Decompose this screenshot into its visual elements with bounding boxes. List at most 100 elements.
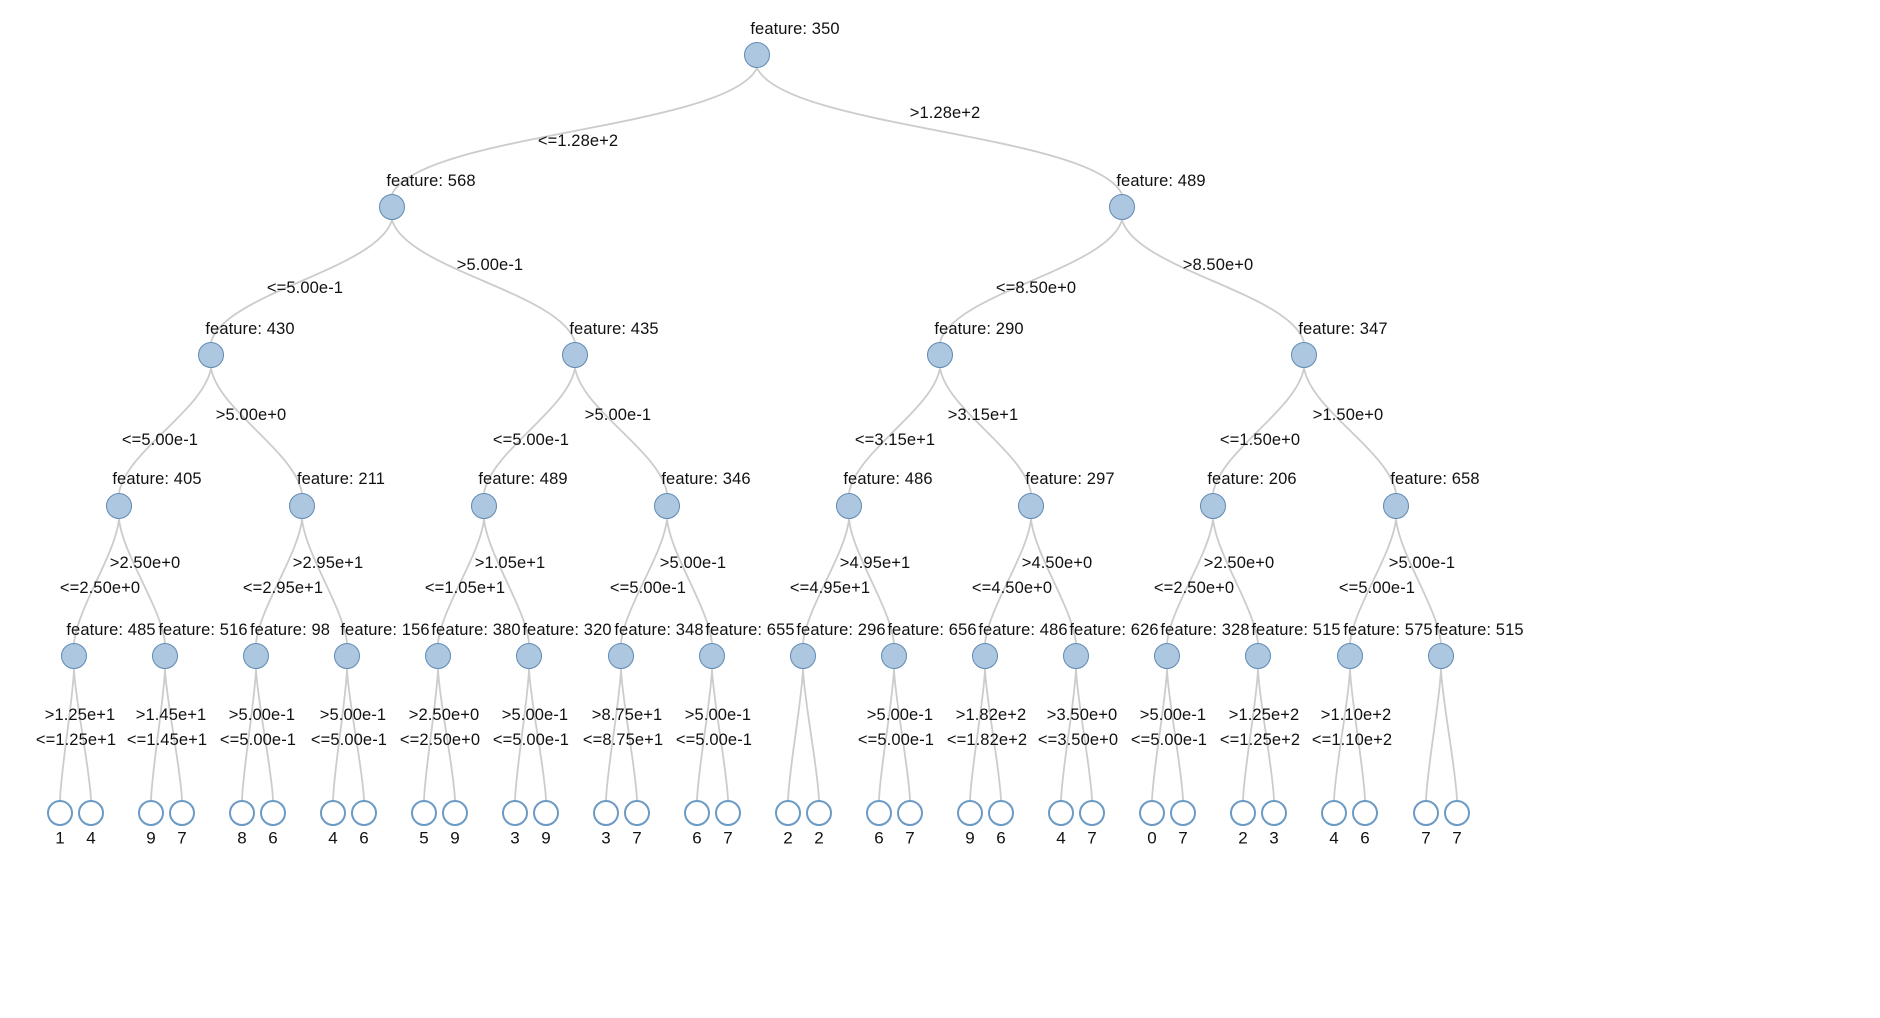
tree-node-internal[interactable]: [562, 342, 588, 368]
tree-node-internal[interactable]: [106, 493, 132, 519]
tree-node-internal[interactable]: [152, 643, 178, 669]
tree-node-internal[interactable]: [471, 493, 497, 519]
tree-edge: [1030, 518, 1077, 644]
tree-node-internal[interactable]: [289, 493, 315, 519]
tree-node-internal[interactable]: [516, 643, 542, 669]
tree-node-internal[interactable]: [425, 643, 451, 669]
tree-node-leaf[interactable]: [229, 800, 255, 826]
tree-edge: [437, 518, 485, 644]
tree-node-internal[interactable]: [1109, 194, 1135, 220]
node-feature-label: feature: 346: [661, 469, 751, 488]
tree-node-internal[interactable]: [927, 342, 953, 368]
leaf-class-label: 7: [632, 828, 642, 848]
tree-node-leaf[interactable]: [1048, 800, 1074, 826]
tree-node-leaf[interactable]: [1352, 800, 1378, 826]
tree-edge: [893, 668, 911, 801]
tree-node-internal[interactable]: [836, 493, 862, 519]
tree-node-leaf[interactable]: [138, 800, 164, 826]
edge-threshold-label: <=5.00e-1: [675, 730, 753, 749]
tree-node-internal[interactable]: [61, 643, 87, 669]
tree-node-internal[interactable]: [1245, 643, 1271, 669]
tree-node-internal[interactable]: [881, 643, 907, 669]
tree-edge: [118, 518, 166, 644]
edge-threshold-label: >1.10e+2: [1320, 705, 1392, 724]
tree-node-leaf[interactable]: [684, 800, 710, 826]
node-feature-label: feature: 380: [431, 620, 521, 639]
tree-node-internal[interactable]: [1383, 493, 1409, 519]
tree-node-internal[interactable]: [699, 643, 725, 669]
edge-threshold-label: >5.00e-1: [684, 705, 752, 724]
tree-node-leaf[interactable]: [866, 800, 892, 826]
tree-edge: [1257, 668, 1275, 801]
tree-node-internal[interactable]: [243, 643, 269, 669]
tree-node-leaf[interactable]: [1444, 800, 1470, 826]
tree-node-leaf[interactable]: [78, 800, 104, 826]
tree-node-leaf[interactable]: [1230, 800, 1256, 826]
edge-threshold-label: >1.25e+2: [1228, 705, 1300, 724]
tree-node-leaf[interactable]: [1170, 800, 1196, 826]
tree-edge: [620, 668, 638, 801]
tree-node-leaf[interactable]: [411, 800, 437, 826]
tree-node-internal[interactable]: [744, 42, 770, 68]
edge-threshold-label: <=1.10e+2: [1311, 730, 1393, 749]
tree-node-leaf[interactable]: [47, 800, 73, 826]
edge-threshold-label: <=3.50e+0: [1037, 730, 1119, 749]
tree-node-internal[interactable]: [1200, 493, 1226, 519]
tree-node-leaf[interactable]: [988, 800, 1014, 826]
tree-node-leaf[interactable]: [260, 800, 286, 826]
node-feature-label: feature: 658: [1390, 469, 1480, 488]
edge-threshold-label: >1.82e+2: [955, 705, 1027, 724]
tree-node-internal[interactable]: [198, 342, 224, 368]
tree-node-leaf[interactable]: [533, 800, 559, 826]
leaf-class-label: 7: [177, 828, 187, 848]
leaf-class-label: 6: [359, 828, 369, 848]
tree-edge: [1333, 668, 1351, 801]
edge-threshold-label: <=1.25e+1: [35, 730, 117, 749]
tree-node-internal[interactable]: [1428, 643, 1454, 669]
tree-node-internal[interactable]: [972, 643, 998, 669]
tree-node-leaf[interactable]: [593, 800, 619, 826]
tree-node-internal[interactable]: [1154, 643, 1180, 669]
tree-node-internal[interactable]: [379, 194, 405, 220]
tree-node-leaf[interactable]: [320, 800, 346, 826]
tree-edge: [1349, 518, 1397, 644]
tree-node-leaf[interactable]: [775, 800, 801, 826]
tree-node-internal[interactable]: [1337, 643, 1363, 669]
node-feature-label: feature: 405: [112, 469, 202, 488]
edge-threshold-label: >4.50e+0: [1021, 553, 1093, 572]
leaf-class-label: 5: [419, 828, 429, 848]
tree-node-internal[interactable]: [334, 643, 360, 669]
tree-node-leaf[interactable]: [957, 800, 983, 826]
tree-node-internal[interactable]: [608, 643, 634, 669]
tree-node-internal[interactable]: [1018, 493, 1044, 519]
tree-node-leaf[interactable]: [442, 800, 468, 826]
tree-edge: [756, 67, 1123, 195]
edge-threshold-label: <=1.25e+2: [1219, 730, 1301, 749]
tree-node-leaf[interactable]: [897, 800, 923, 826]
edge-threshold-label: >5.00e-1: [1388, 553, 1456, 572]
tree-edge: [984, 518, 1032, 644]
tree-node-leaf[interactable]: [806, 800, 832, 826]
tree-node-leaf[interactable]: [1261, 800, 1287, 826]
tree-node-internal[interactable]: [790, 643, 816, 669]
tree-edge: [696, 668, 713, 801]
tree-edge: [514, 668, 530, 801]
tree-node-internal[interactable]: [654, 493, 680, 519]
node-feature-label: feature: 156: [340, 620, 430, 639]
tree-node-internal[interactable]: [1291, 342, 1317, 368]
tree-node-leaf[interactable]: [169, 800, 195, 826]
tree-node-leaf[interactable]: [1321, 800, 1347, 826]
tree-node-leaf[interactable]: [715, 800, 741, 826]
leaf-class-label: 7: [1178, 828, 1188, 848]
node-feature-label: feature: 486: [978, 620, 1068, 639]
tree-edge: [1212, 367, 1305, 494]
tree-node-leaf[interactable]: [1139, 800, 1165, 826]
tree-node-leaf[interactable]: [1413, 800, 1439, 826]
tree-node-internal[interactable]: [1063, 643, 1089, 669]
tree-node-leaf[interactable]: [624, 800, 650, 826]
tree-edge: [1425, 668, 1442, 801]
tree-node-leaf[interactable]: [1079, 800, 1105, 826]
tree-node-leaf[interactable]: [351, 800, 377, 826]
tree-node-leaf[interactable]: [502, 800, 528, 826]
